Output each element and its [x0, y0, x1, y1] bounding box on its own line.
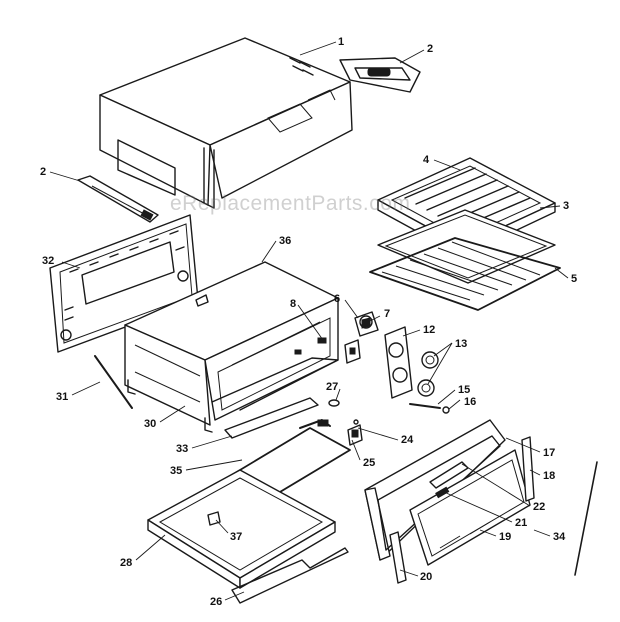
- callout-12: 12: [423, 324, 435, 336]
- back-panel-slots: [64, 230, 185, 321]
- part-back-panel: [49, 214, 199, 353]
- cover-vent-slots: [289, 57, 314, 76]
- callout-2: 2: [427, 43, 433, 55]
- part-oven-body: [124, 261, 339, 433]
- callout-8: 8: [290, 298, 296, 310]
- part-foot: [207, 511, 221, 526]
- part-top-cover: [99, 37, 353, 209]
- watermark-text: eReplacementParts.com: [170, 192, 410, 215]
- callout-22: 22: [533, 501, 545, 513]
- callout-25: 25: [363, 457, 375, 469]
- callout-21: 21: [515, 517, 527, 529]
- part-terminal: [347, 419, 363, 446]
- callout-31: 31: [56, 391, 68, 403]
- part-door-frame: [364, 419, 506, 561]
- part-wire-rack: [369, 237, 561, 311]
- part-door-hinge: [389, 531, 407, 584]
- callout-labels: 1 2 2 3 4 5 6 7 8 12 13 15 16 17 18 19 2…: [40, 36, 577, 608]
- callout-7: 7: [384, 308, 390, 320]
- part-tray: [377, 209, 556, 284]
- callout-4: 4: [423, 154, 430, 166]
- callout-17: 17: [543, 447, 555, 459]
- part-washer: [442, 406, 450, 414]
- callout-32: 32: [42, 255, 54, 267]
- callout-20: 20: [420, 571, 432, 583]
- callout-6: 6: [334, 293, 340, 305]
- callout-35: 35: [170, 465, 182, 477]
- part-crumb-tray: [147, 469, 336, 589]
- callout-30: 30: [144, 418, 156, 430]
- callout-36: 36: [279, 235, 291, 247]
- callout-26: 26: [210, 596, 222, 608]
- part-side-bracket: [77, 175, 159, 223]
- callout-18: 18: [543, 470, 555, 482]
- part-pin: [409, 403, 441, 409]
- callout-24: 24: [401, 434, 414, 446]
- callout-1: 1: [338, 36, 344, 48]
- callout-37: 37: [230, 531, 242, 543]
- callout-3: 3: [563, 200, 569, 212]
- part-top-handle: [339, 57, 421, 93]
- part-door-side-strip: [521, 436, 535, 502]
- callout-19: 19: [499, 531, 511, 543]
- part-small-knob: [328, 399, 340, 407]
- part-bottom-plate: [231, 547, 349, 604]
- part-door-rail: [574, 461, 598, 576]
- callout-2: 2: [40, 166, 46, 178]
- part-rod: [94, 355, 133, 409]
- callout-5: 5: [571, 273, 577, 285]
- callout-33: 33: [176, 443, 188, 455]
- part-bottom-strip: [224, 397, 319, 439]
- callout-15: 15: [458, 384, 470, 396]
- callout-34: 34: [553, 531, 566, 543]
- callout-28: 28: [120, 557, 132, 569]
- part-knobs: [417, 351, 439, 397]
- callout-27: 27: [326, 381, 338, 393]
- part-thermostat: [344, 311, 379, 364]
- callout-16: 16: [464, 396, 476, 408]
- leader-lines: [49, 41, 569, 601]
- callout-13: 13: [455, 338, 467, 350]
- part-control-panel: [384, 326, 413, 399]
